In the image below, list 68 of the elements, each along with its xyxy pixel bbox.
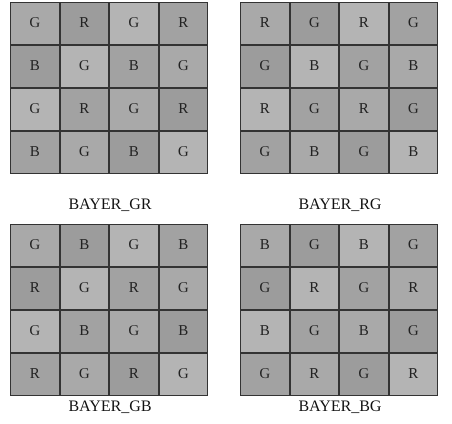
filter-cell: B (240, 310, 290, 353)
filter-cell: G (290, 2, 339, 45)
filter-cell: G (339, 353, 388, 396)
filter-cell: B (158, 310, 208, 353)
filter-cell: G (60, 353, 109, 396)
filter-cell: B (388, 45, 438, 88)
filter-cell: G (290, 224, 339, 267)
filter-cell: G (388, 88, 438, 131)
filter-cell: G (240, 131, 290, 174)
filter-cell: R (388, 267, 438, 310)
filter-cell: R (158, 2, 208, 45)
filter-cell: G (10, 2, 60, 45)
filter-cell: G (60, 131, 109, 174)
filter-cell: G (158, 353, 208, 396)
filter-cell: R (10, 353, 60, 396)
filter-cell: B (109, 45, 158, 88)
filter-cell: R (60, 2, 109, 45)
filter-cell: B (109, 131, 158, 174)
filter-cell: B (10, 131, 60, 174)
filter-cell: G (10, 310, 60, 353)
filter-cell: B (10, 45, 60, 88)
pattern-caption: BAYER_GR (68, 196, 152, 214)
filter-cell: R (109, 353, 158, 396)
filter-cell: G (339, 267, 388, 310)
filter-cell: G (240, 353, 290, 396)
filter-cell: R (240, 2, 290, 45)
filter-cell: B (158, 224, 208, 267)
filter-cell: G (10, 224, 60, 267)
pattern-caption: BAYER_GB (68, 398, 152, 416)
filter-cell: G (60, 45, 109, 88)
filter-cell: G (158, 267, 208, 310)
filter-cell: R (158, 88, 208, 131)
filter-cell: B (290, 45, 339, 88)
filter-cell: G (158, 131, 208, 174)
filter-cell: G (109, 88, 158, 131)
filter-cell: R (109, 267, 158, 310)
filter-cell: B (339, 224, 388, 267)
filter-cell: B (339, 310, 388, 353)
filter-cell: R (339, 2, 388, 45)
filter-cell: G (388, 2, 438, 45)
filter-cell: R (388, 353, 438, 396)
filter-cell: G (109, 224, 158, 267)
filter-cell: G (60, 267, 109, 310)
filter-cell: R (290, 267, 339, 310)
filter-cell: R (290, 353, 339, 396)
filter-cell: G (388, 224, 438, 267)
filter-cell: R (10, 267, 60, 310)
filter-cell: G (290, 310, 339, 353)
filter-cell: B (60, 310, 109, 353)
filter-cell: R (240, 88, 290, 131)
filter-cell: B (60, 224, 109, 267)
pattern-caption: BAYER_BG (298, 398, 382, 416)
filter-cell: G (109, 310, 158, 353)
filter-cell: G (339, 45, 388, 88)
filter-cell: G (240, 45, 290, 88)
filter-cell: G (388, 310, 438, 353)
filter-cell: G (10, 88, 60, 131)
filter-cell: B (388, 131, 438, 174)
filter-cell: R (339, 88, 388, 131)
filter-cell: G (339, 131, 388, 174)
pattern-caption: BAYER_RG (298, 196, 382, 214)
filter-cell: G (290, 88, 339, 131)
filter-cell: G (158, 45, 208, 88)
filter-cell: B (290, 131, 339, 174)
filter-cell: G (240, 267, 290, 310)
filter-cell: G (109, 2, 158, 45)
filter-cell: R (60, 88, 109, 131)
filter-cell: B (240, 224, 290, 267)
